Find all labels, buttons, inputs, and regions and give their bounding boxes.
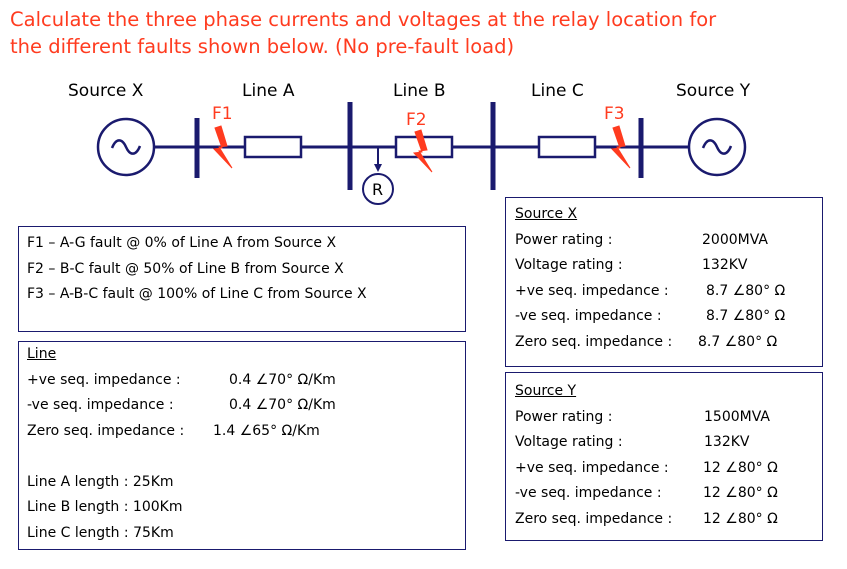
source-y-neg-seq-row: -ve seq. impedance : 12 ∠80° Ω [515,481,813,507]
fault-item: F3 – A-B-C fault @ 100% of Line C from S… [27,286,367,302]
relay-label: R [372,180,383,199]
line-a-impedance [243,135,303,159]
line-parameters-box: Line +ve seq. impedance : 0.4 ∠70° Ω/Km … [18,341,466,550]
source-x-neg-seq-value: 8.7 ∠80° Ω [706,308,786,324]
fault-list-box: F1 – A-G fault @ 0% of Line A from Sourc… [18,226,466,332]
source-x-voltage-row: Voltage rating : 132KV [515,253,813,279]
source-y-generator-icon [687,117,747,177]
source-x-zero-seq-value: 8.7 ∠80° Ω [698,333,778,350]
source-y-zero-seq-value: 12 ∠80° Ω [703,510,778,527]
source-y-pos-seq-row: +ve seq. impedance : 12 ∠80° Ω [515,456,813,482]
line-pos-seq-label: +ve seq. impedance : [27,371,181,388]
source-y-voltage-row: Voltage rating : 132KV [515,430,813,456]
problem-statement-line-2: the different faults shown below. (No pr… [10,35,515,58]
source-x-pos-seq-value: 8.7 ∠80° Ω [706,282,786,299]
source-y-neg-seq-label: -ve seq. impedance : [515,485,662,501]
line-zero-seq-label: Zero seq. impedance : [27,422,185,439]
line-a-length: Line A length : 25Km [27,473,174,490]
spacer [27,444,457,470]
source-x-pos-seq-label: +ve seq. impedance : [515,282,669,299]
source-y-neg-seq-value: 12 ∠80° Ω [703,485,778,501]
relay-arrow-icon [374,164,382,172]
line-a-label: Line A [242,81,295,101]
line-zero-seq-row: Zero seq. impedance : 1.4 ∠65° Ω/Km [27,419,457,445]
source-x-zero-seq-row: Zero seq. impedance : 8.7 ∠80° Ω [515,330,813,356]
source-y-box: Source Y Power rating : 1500MVA Voltage … [505,372,823,541]
source-x-box: Source X Power rating : 2000MVA Voltage … [505,197,823,367]
source-x-zero-seq-label: Zero seq. impedance : [515,333,673,350]
line-heading: Line [27,346,57,362]
source-y-zero-seq-row: Zero seq. impedance : 12 ∠80° Ω [515,507,813,533]
fault-f3-bolt-icon [610,125,631,169]
source-y-power-value: 1500MVA [704,408,770,425]
source-x-neg-seq-label: -ve seq. impedance : [515,308,662,324]
source-x-heading: Source X [515,206,578,222]
single-line-diagram: Source X Line A Line B Line C Source Y F… [68,81,751,205]
source-y-zero-seq-label: Zero seq. impedance : [515,510,673,527]
line-pos-seq-row: +ve seq. impedance : 0.4 ∠70° Ω/Km [27,368,457,394]
source-y-heading: Source Y [515,383,577,399]
source-x-power-label: Power rating : [515,231,613,248]
line-neg-seq-row: -ve seq. impedance : 0.4 ∠70° Ω/Km [27,393,457,419]
fault-item: F1 – A-G fault @ 0% of Line A from Sourc… [27,235,337,251]
line-b-label: Line B [393,81,446,101]
source-y-voltage-value: 132KV [704,434,750,450]
f1-label: F1 [212,104,233,124]
f2-label: F2 [406,110,427,130]
relay-icon [362,173,394,205]
problem-statement-line-1: Calculate the three phase currents and v… [10,8,717,31]
fault-item: F2 – B-C fault @ 50% of Line B from Sour… [27,260,344,277]
line-zero-seq-value: 1.4 ∠65° Ω/Km [213,422,320,439]
source-x-neg-seq-row: -ve seq. impedance : 8.7 ∠80° Ω [515,304,813,330]
fault-f1-bolt-icon [212,125,233,169]
line-neg-seq-value: 0.4 ∠70° Ω/Km [229,397,336,413]
line-c-impedance [537,135,597,159]
line-c-label: Line C [531,81,584,101]
source-x-power-value: 2000MVA [702,231,768,248]
source-x-voltage-label: Voltage rating : [515,257,623,273]
source-y-power-label: Power rating : [515,408,613,425]
source-y-power-row: Power rating : 1500MVA [515,405,813,431]
source-y-label: Source Y [676,81,751,101]
line-b-length: Line B length : 100Km [27,499,183,515]
source-x-power-row: Power rating : 2000MVA [515,228,813,254]
line-pos-seq-value: 0.4 ∠70° Ω/Km [229,371,336,388]
fault-f2-bolt-icon [412,129,433,173]
source-y-pos-seq-label: +ve seq. impedance : [515,459,669,476]
problem-statement: Calculate the three phase currents and v… [10,6,840,60]
line-c-length: Line C length : 75Km [27,524,174,541]
source-x-label: Source X [68,81,144,101]
source-y-pos-seq-value: 12 ∠80° Ω [703,459,778,476]
line-neg-seq-label: -ve seq. impedance : [27,397,174,413]
source-y-voltage-label: Voltage rating : [515,434,623,450]
source-x-voltage-value: 132KV [702,257,748,273]
f3-label: F3 [604,104,625,124]
source-x-pos-seq-row: +ve seq. impedance : 8.7 ∠80° Ω [515,279,813,305]
source-x-generator-icon [96,117,156,177]
